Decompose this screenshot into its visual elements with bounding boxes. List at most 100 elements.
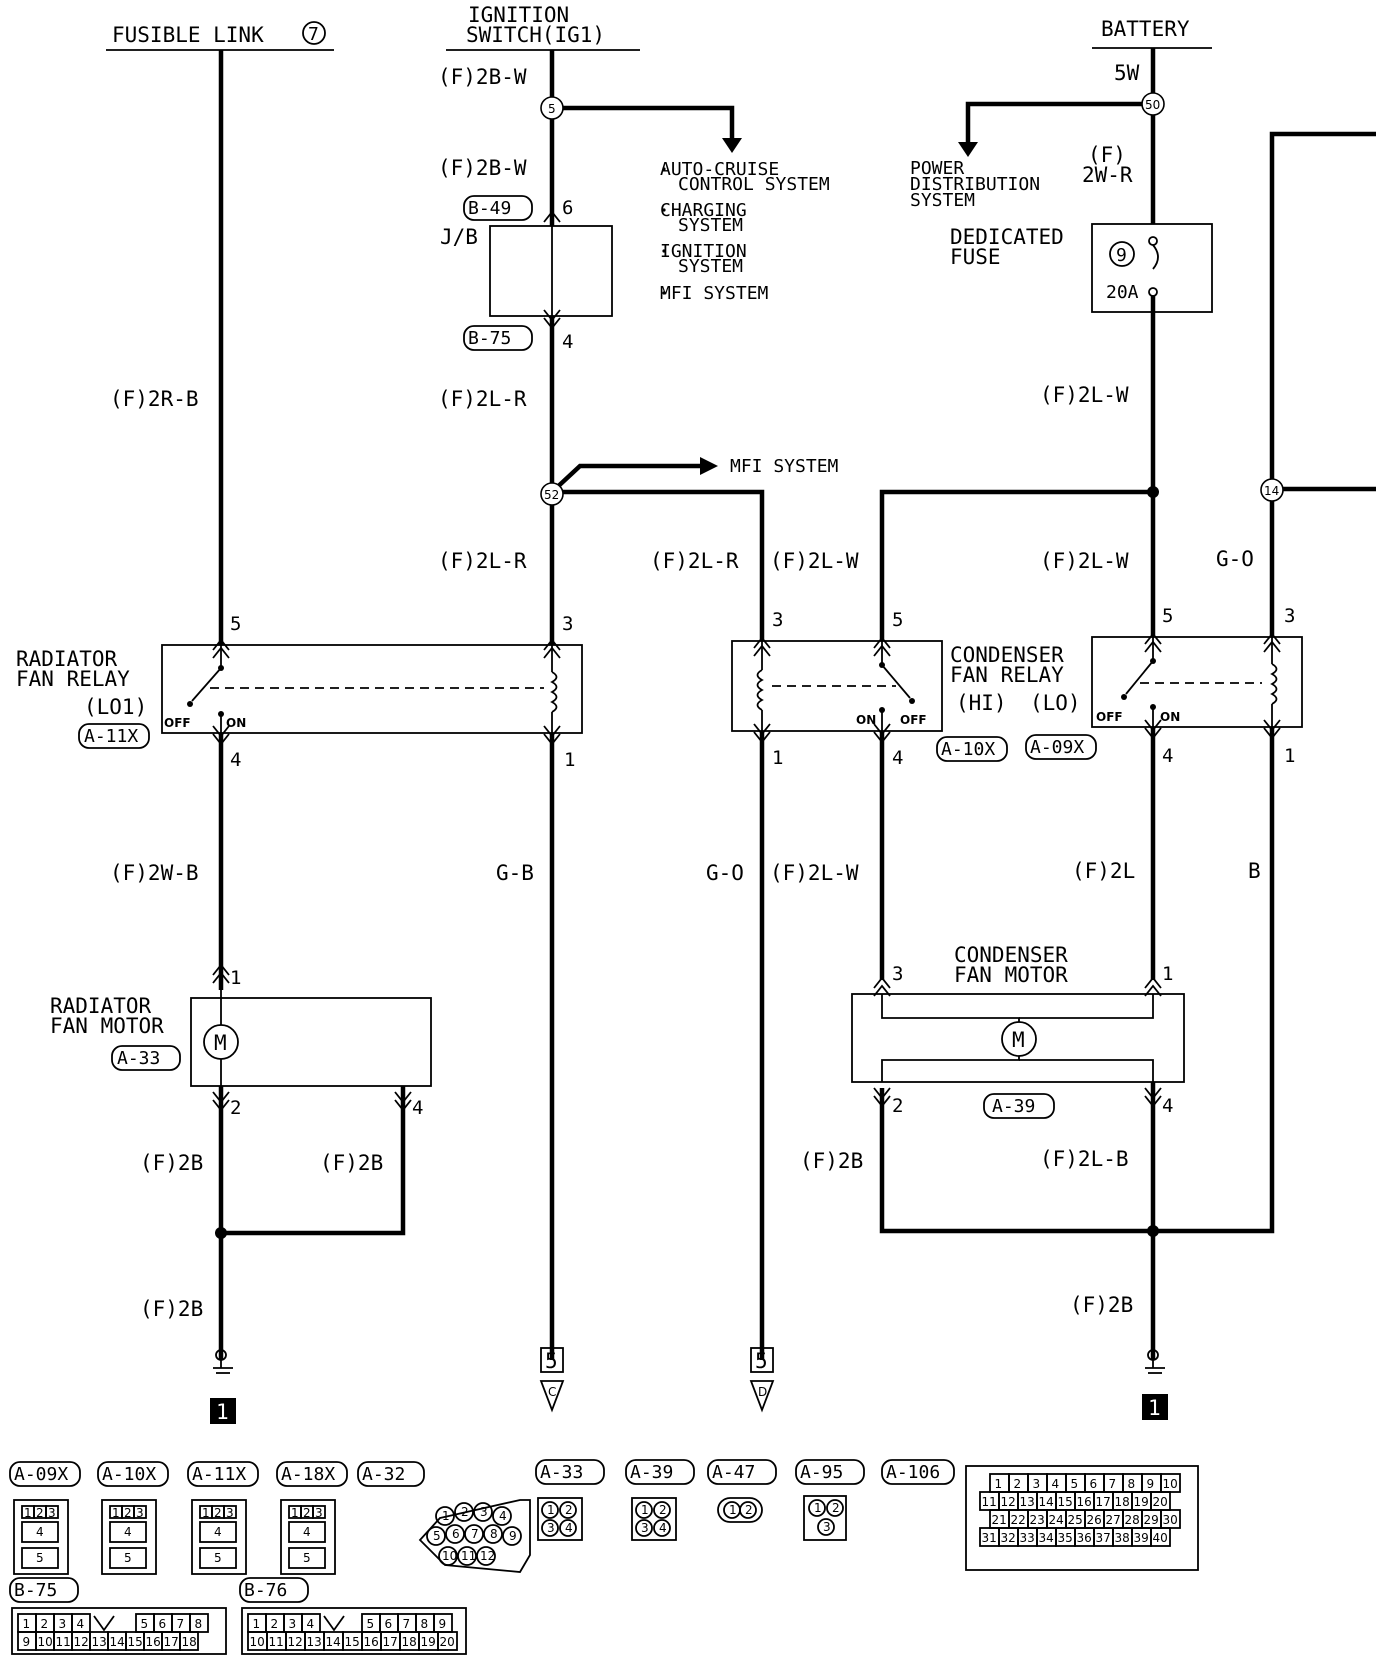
- connector-a10x-pin1: 1: [112, 1506, 120, 1520]
- b76-t2-pin-label-8: 8: [421, 1617, 429, 1631]
- a106-r2-pin-label-15: 15: [1058, 1495, 1073, 1509]
- connector-a32-label: A-32: [362, 1464, 405, 1485]
- connector-a33-label: A-33: [540, 1462, 583, 1483]
- b75-b-pin-label-13: 13: [92, 1635, 107, 1649]
- junction-5: [540, 96, 564, 120]
- a39-pin-4: [653, 1519, 671, 1537]
- a47-pin-label-2: 2: [745, 1503, 753, 1517]
- radiator-relay-pin5-arrow: [212, 638, 230, 659]
- left-ground-badge: [210, 1398, 236, 1424]
- a106-r1-pin-label-5: 5: [1071, 1477, 1079, 1491]
- connector-a09x-label: A-09X: [14, 1464, 68, 1485]
- a32-pin-label-5: 5: [433, 1529, 441, 1543]
- connector-a39-label: A-39: [630, 1462, 673, 1483]
- a106-r2-pin-label-19: 19: [1134, 1495, 1149, 1509]
- wire-label-2b-w-2: (F)2B-W: [438, 156, 527, 180]
- connector-a11x-body: [191, 1499, 247, 1575]
- wire-label-2l-w-4: (F)2L-W: [1040, 549, 1129, 573]
- radiator-fan-relay-box: [161, 644, 583, 734]
- wire-label-2l-r-1: (F)2L-R: [438, 387, 527, 411]
- fusible-link-number: 7: [308, 24, 319, 45]
- left-ground-junction: [215, 1227, 227, 1239]
- lo-relay-connector: A-09X: [1030, 737, 1084, 758]
- b76-key-notch: [323, 1615, 345, 1632]
- connector-a106-frame: [881, 1459, 955, 1485]
- radiator-motor-m: M: [214, 1031, 227, 1055]
- jb-pin-top: 6: [562, 197, 573, 219]
- a106-r3-pin-label-30: 30: [1163, 1513, 1178, 1527]
- a106-r4-pin-label-34: 34: [1039, 1531, 1054, 1545]
- lo-relay-coil: [1270, 663, 1278, 705]
- wire-j50-branch: [965, 101, 1153, 142]
- a32-pin-5: [426, 1526, 446, 1546]
- system-charging-2: SYSTEM: [678, 215, 743, 236]
- a106-r3-pin-label-27: 27: [1106, 1513, 1121, 1527]
- a106-r3-pin-label-28: 28: [1125, 1513, 1140, 1527]
- a106-r2-pin-label-17: 17: [1096, 1495, 1111, 1509]
- connector-a11x-pin1: 1: [202, 1506, 210, 1520]
- fuse-rating: 20A: [1106, 282, 1139, 303]
- b76-t2-pin-label-6: 6: [385, 1617, 393, 1631]
- b75-b-pin-label-12: 12: [74, 1635, 89, 1649]
- connector-a18x-pin3: 3: [315, 1506, 323, 1520]
- connector-a33-body: [537, 1497, 583, 1541]
- wire-label-2w-b: (F)2W-B: [110, 861, 199, 885]
- b76-b-pin-label-11: 11: [269, 1635, 284, 1649]
- b76-b-pin-label-20: 20: [440, 1635, 455, 1649]
- a32-pin-11: [457, 1546, 477, 1566]
- connector-a09x-frame: [9, 1461, 81, 1487]
- connector-b75-label: B-75: [14, 1580, 57, 1601]
- connector-a18x-pin2: 2: [303, 1506, 311, 1520]
- condenser-motor-label-2: FAN MOTOR: [954, 963, 1068, 987]
- system-auto-cruise-1: AUTO-CRUISE: [660, 159, 779, 180]
- hi-relay-connector: A-10X: [941, 739, 995, 760]
- a33-pin-label-3: 3: [547, 1521, 555, 1535]
- radiator-relay-connector: A-11X: [84, 726, 138, 747]
- a106-r3-pin-label-22: 22: [1011, 1513, 1026, 1527]
- connector-a11x: A-11X 1 2 3 4 5: [187, 1461, 259, 1575]
- b75-b-pin-label-18: 18: [182, 1635, 197, 1649]
- connector-a18x-label: A-18X: [281, 1464, 335, 1485]
- fuse-number: 9: [1116, 245, 1127, 266]
- ref-d-number: 5: [755, 1349, 768, 1373]
- connector-a33-frame: [535, 1459, 605, 1485]
- a32-pin-label-3: 3: [480, 1505, 488, 1519]
- a32-pin-label-12: 12: [480, 1549, 495, 1563]
- b76-b-pin-label-18: 18: [402, 1635, 417, 1649]
- a32-pin-label-8: 8: [490, 1527, 498, 1541]
- a47-pin-label-1: 1: [729, 1503, 737, 1517]
- hi-relay-coil: [756, 669, 764, 711]
- connector-a10x-cell4-frame: [109, 1521, 147, 1543]
- a106-r1-pin-label-3: 3: [1033, 1477, 1041, 1491]
- connector-a18x-cell5-frame: [288, 1547, 326, 1569]
- radiator-relay-connector-frame: [78, 723, 150, 749]
- connector-b76-body: [241, 1607, 467, 1655]
- a106-r2-pin-label-16: 16: [1077, 1495, 1092, 1509]
- b75-b-pin-label-15: 15: [128, 1635, 143, 1649]
- a33-pin-4: [559, 1519, 577, 1537]
- a33-pin-3: [541, 1519, 559, 1537]
- wire-lo-coil-ground-loop: [879, 727, 1275, 1234]
- junction-14: [1260, 478, 1284, 502]
- a32-pin-label-7: 7: [471, 1527, 479, 1541]
- connector-a18x-pin5: 5: [303, 1551, 311, 1565]
- a106-r4-pin-label-38: 38: [1115, 1531, 1130, 1545]
- a106-r4-pin-label-35: 35: [1058, 1531, 1073, 1545]
- b75-t2-pin-label-6: 6: [159, 1617, 167, 1631]
- cond-motor-internal-top: [881, 994, 1020, 1022]
- a33-pin-label-2: 2: [565, 1503, 573, 1517]
- b75-b-pin-label-11: 11: [56, 1635, 71, 1649]
- connector-b75-body: [11, 1607, 227, 1655]
- connector-a10x-cell5-frame: [109, 1547, 147, 1569]
- a106-r3-pin-label-25: 25: [1068, 1513, 1083, 1527]
- a32-pin-12: [476, 1546, 496, 1566]
- wire-j52-to-hi-relay: [552, 489, 765, 645]
- a95-pin-2: [826, 1499, 844, 1517]
- connector-a11x-pin2: 2: [214, 1506, 222, 1520]
- fusible-link-number-circle: [302, 21, 326, 45]
- b75-b-pin-label-14: 14: [110, 1635, 125, 1649]
- cond-motor-pin3: 3: [892, 963, 903, 985]
- connector-a11x-pin3: 3: [226, 1506, 234, 1520]
- wire-j5-branch: [552, 105, 735, 138]
